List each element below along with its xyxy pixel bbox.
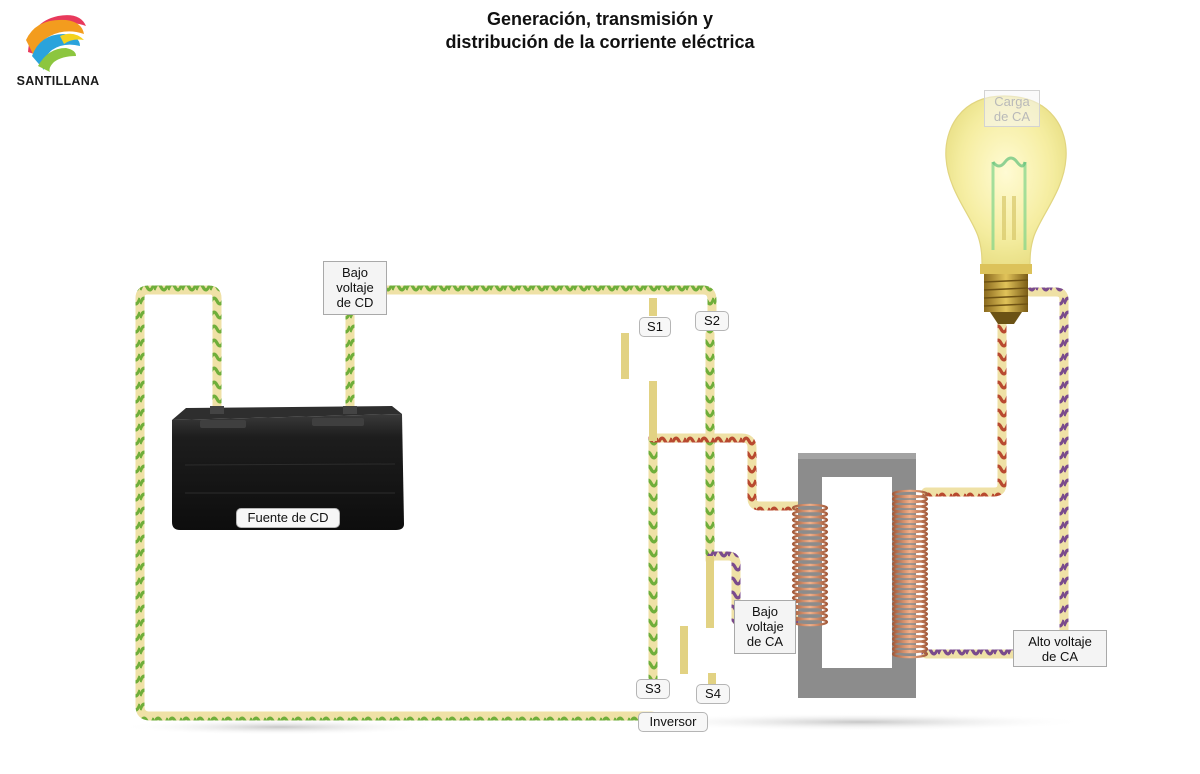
coil-turn bbox=[891, 534, 929, 544]
label-dc-low-voltage-line2: voltaje bbox=[336, 280, 374, 295]
ac-low-voltage-wiring bbox=[648, 433, 807, 625]
coil-turn bbox=[891, 594, 929, 604]
label-ac-low-voltage-line3: de CA bbox=[746, 634, 784, 649]
coil-turn bbox=[891, 634, 929, 644]
coil-turn bbox=[891, 639, 929, 649]
label-ac-low-voltage: Bajo voltaje de CA bbox=[734, 600, 796, 654]
label-ac-load: Carga de CA bbox=[984, 90, 1040, 127]
ac-high-voltage-wiring bbox=[921, 287, 1069, 659]
label-ac-high-voltage-line1: Alto voltaje bbox=[1028, 634, 1092, 649]
switch-s1-lower bbox=[649, 381, 657, 441]
label-dc-low-voltage-line1: Bajo bbox=[341, 265, 369, 280]
coil-turn bbox=[891, 574, 929, 584]
coil-turn bbox=[891, 569, 929, 579]
label-switch-s2: S2 bbox=[695, 311, 729, 331]
label-inverter: Inversor bbox=[638, 712, 708, 732]
switch-s1-contact bbox=[649, 298, 657, 316]
title-line-2: distribución de la corriente eléctrica bbox=[445, 32, 755, 52]
coil-turn bbox=[891, 504, 929, 514]
coil-turn bbox=[891, 579, 929, 589]
light-bulb bbox=[945, 95, 1067, 324]
label-dc-source: Fuente de CD bbox=[236, 508, 340, 528]
label-ac-load-line2: de CA bbox=[993, 109, 1031, 124]
label-ac-high-voltage: Alto voltaje de CA bbox=[1013, 630, 1107, 667]
coil-turn bbox=[891, 559, 929, 569]
label-ac-low-voltage-line2: voltaje bbox=[746, 619, 784, 634]
coil-turn bbox=[891, 599, 929, 609]
coil-turn bbox=[891, 564, 929, 574]
coil-turn bbox=[891, 524, 929, 534]
secondary-coil bbox=[891, 489, 929, 659]
coil-turn bbox=[891, 529, 929, 539]
label-switch-s4: S4 bbox=[696, 684, 730, 704]
coil-turn bbox=[891, 514, 929, 524]
primary-coil bbox=[791, 503, 829, 627]
coil-turn bbox=[891, 584, 929, 594]
floor-shadow-right bbox=[630, 713, 1090, 731]
label-dc-low-voltage-line3: de CD bbox=[336, 295, 374, 310]
coil-turn bbox=[891, 614, 929, 624]
switch-s4-contact bbox=[708, 673, 716, 687]
coil-turn bbox=[891, 624, 929, 634]
transformer bbox=[791, 453, 929, 698]
coil-turn bbox=[891, 489, 929, 499]
inverter-switches bbox=[621, 298, 716, 699]
diagram-title: Generación, transmisión y distribución d… bbox=[350, 8, 850, 54]
coil-turn bbox=[891, 649, 929, 659]
title-line-1: Generación, transmisión y bbox=[486, 9, 714, 29]
switch-s2-lower bbox=[706, 556, 714, 628]
label-dc-low-voltage: Bajo voltaje de CD bbox=[323, 261, 387, 315]
coil-turn bbox=[891, 539, 929, 549]
label-ac-load-line1: Carga bbox=[994, 94, 1030, 109]
coil-turn bbox=[891, 549, 929, 559]
dc-battery bbox=[172, 406, 404, 530]
logo-text: SANTILLANA bbox=[16, 74, 100, 88]
floor-shadow-left bbox=[120, 719, 440, 735]
coil-turn bbox=[891, 544, 929, 554]
label-ac-low-voltage-line1: Bajo bbox=[751, 604, 779, 619]
coil-turn bbox=[891, 589, 929, 599]
coil-turn bbox=[891, 604, 929, 614]
coil-turn bbox=[891, 499, 929, 509]
coil-turn bbox=[891, 629, 929, 639]
coil-turn bbox=[891, 619, 929, 629]
coil-turn bbox=[891, 509, 929, 519]
label-switch-s1: S1 bbox=[639, 317, 671, 337]
coil-turn bbox=[891, 494, 929, 504]
coil-turn bbox=[891, 609, 929, 619]
coil-turn bbox=[891, 554, 929, 564]
switch-s1-blade bbox=[621, 333, 629, 379]
santillana-logo bbox=[26, 15, 86, 72]
label-switch-s3: S3 bbox=[636, 679, 670, 699]
coil-turn bbox=[891, 644, 929, 654]
label-ac-high-voltage-line2: de CA bbox=[1041, 649, 1079, 664]
switch-s4-blade bbox=[680, 626, 688, 674]
coil-turn bbox=[891, 519, 929, 529]
